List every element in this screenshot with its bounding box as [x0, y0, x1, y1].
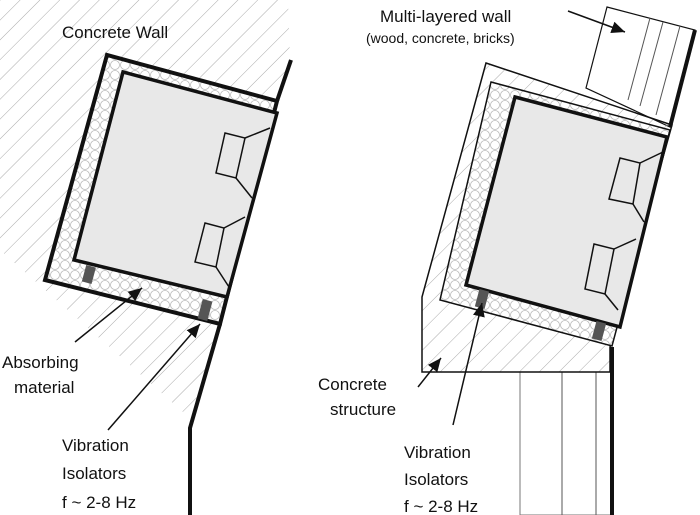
isolator-label-line3: f ~ 2-8 Hz: [404, 497, 478, 515]
room-inner: [71, 69, 280, 300]
absorbing-arrow: [74, 287, 143, 343]
vibration-isolator: [197, 299, 213, 321]
vibration-isolator: [81, 264, 96, 284]
vibration-isolator: [591, 321, 607, 341]
isolator-label-line2: Isolators: [62, 464, 126, 483]
isolator-arrow: [107, 323, 201, 431]
speaker-icon: [215, 127, 271, 199]
multi-layered-wall-label: Multi-layered wall: [380, 7, 511, 26]
wall-line: [275, 59, 293, 102]
isolator-label-line2: Isolators: [404, 470, 468, 489]
left-diagram: Concrete Wall Absorbing material Vibrati…: [0, 0, 293, 515]
speaker-icon: [584, 238, 637, 311]
absorbing-label-line2: material: [14, 378, 74, 397]
multi-layered-wall-sublabel: (wood, concrete, bricks): [366, 30, 515, 46]
absorbing-label-line1: Absorbing: [2, 353, 79, 372]
isolator-arrow: [452, 302, 485, 426]
right-diagram: Multi-layered wall (wood, concrete, bric…: [318, 6, 697, 515]
isolator-label-line1: Vibration: [404, 443, 471, 462]
room-inner: [463, 94, 670, 330]
multi-layered-wall-top: [585, 6, 697, 128]
concrete-wall-label: Concrete Wall: [62, 23, 168, 42]
multi-layered-wall-bottom: [519, 347, 614, 515]
multi-layered-wall-arrow: [567, 10, 626, 33]
wall-line-lower: [188, 323, 222, 515]
concrete-structure-label-line2: structure: [330, 400, 396, 419]
isolator-label-line1: Vibration: [62, 436, 129, 455]
concrete-structure-arrow: [417, 357, 442, 388]
concrete-structure-label-line1: Concrete: [318, 375, 387, 394]
speaker-icon: [608, 151, 664, 223]
speaker-icon: [194, 216, 246, 288]
isolator-label-line3: f ~ 2-8 Hz: [62, 493, 136, 512]
